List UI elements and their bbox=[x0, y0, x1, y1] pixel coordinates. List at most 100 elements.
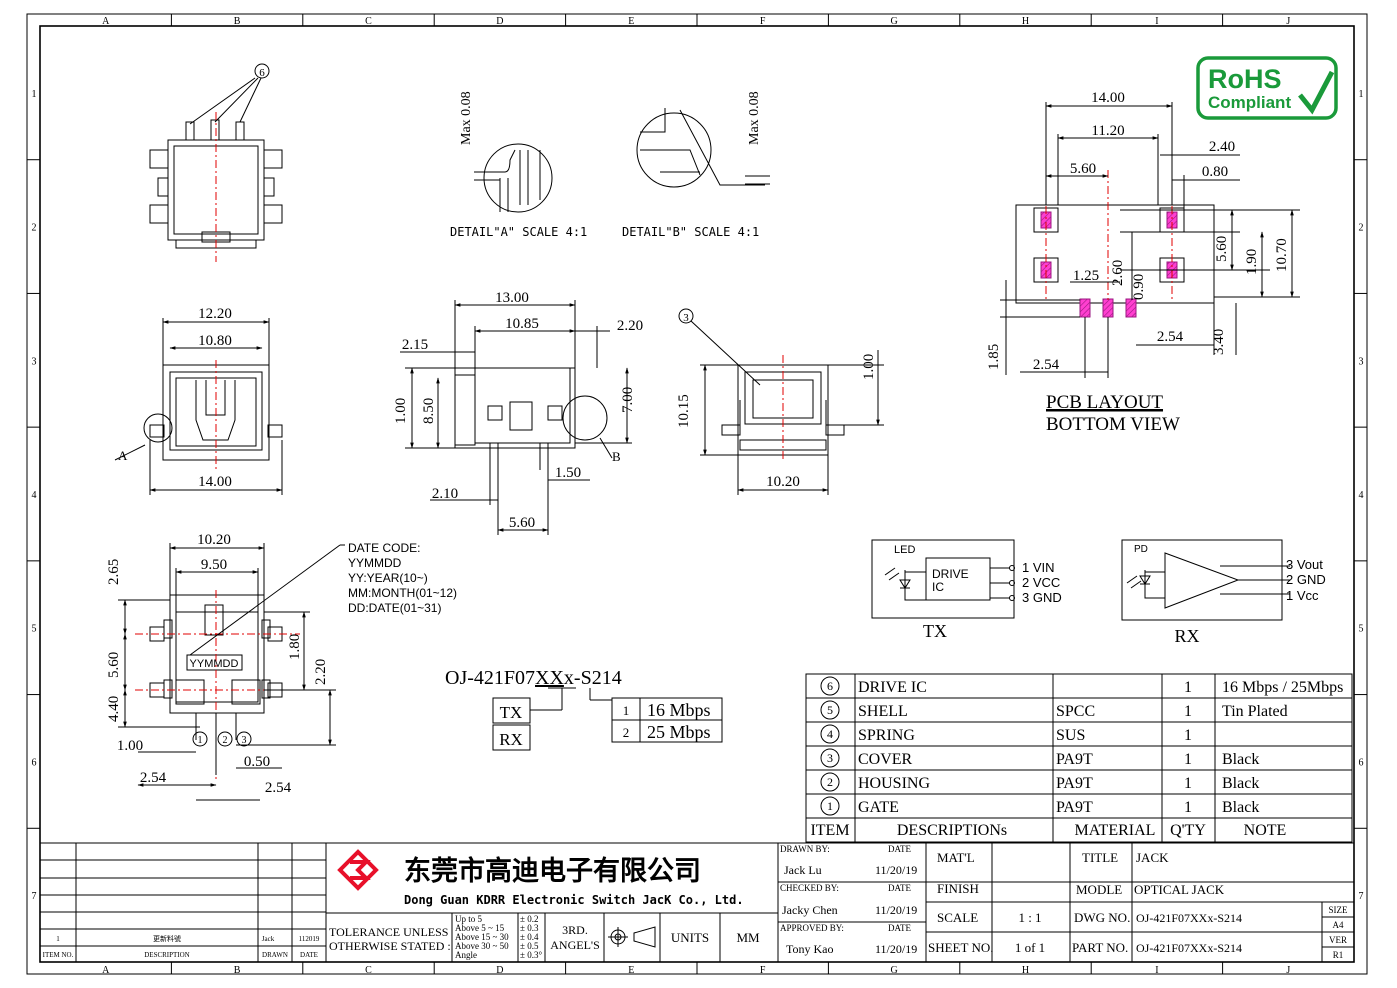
bom-item-number: 2 bbox=[827, 775, 833, 789]
rohs-badge: RoHS Compliant bbox=[1196, 56, 1338, 120]
tx-pin-2: 2 VCC bbox=[1022, 575, 1060, 590]
bom-note: Black bbox=[1222, 751, 1259, 768]
angle-label-1: 3RD. bbox=[562, 923, 588, 937]
balloon-6: 6 bbox=[259, 67, 265, 79]
type-rx: RX bbox=[499, 730, 523, 749]
row-marker-1-right: 1 bbox=[1359, 89, 1364, 100]
bom-description: GATE bbox=[858, 799, 899, 816]
tolerance-label-1: TOLERANCE UNLESS bbox=[329, 925, 448, 939]
checked-by-name: Jacky Chen bbox=[782, 903, 838, 917]
detail-a: Max 0.08 DETAIL"A" SCALE 4:1 bbox=[450, 91, 587, 239]
drive-ic-label-1: DRIVE bbox=[932, 567, 969, 581]
rx-pin-1: 1 Vcc bbox=[1286, 588, 1319, 603]
pcb-dim-2-54b: 2.54 bbox=[1033, 357, 1060, 373]
title-block: DRAWN BY: DATE Jack Lu 11/20/19 CHECKED … bbox=[777, 842, 1355, 963]
bom-note: Black bbox=[1222, 775, 1259, 792]
dim-7-00: 7.00 bbox=[620, 387, 636, 413]
bom-header-2: MATERIAL bbox=[1075, 822, 1156, 839]
btm-dim-10-20: 10.20 bbox=[197, 532, 231, 548]
rev-header-date: DATE bbox=[300, 951, 318, 959]
drive-ic-label-2: IC bbox=[932, 580, 944, 594]
date-marking: YYMMDD bbox=[190, 658, 239, 670]
column-marker-E-bottom: E bbox=[628, 965, 634, 976]
drawing-frame bbox=[26, 13, 1368, 975]
pcb-dim-5-60v: 5.60 bbox=[1214, 236, 1230, 262]
row-marker-2-left: 2 bbox=[32, 223, 37, 234]
tol-value-2: ± 0.4 bbox=[520, 932, 539, 942]
side-view: 13.00 10.85 2.20 2.15 1.00 8.50 7.00 1.5… bbox=[393, 290, 643, 535]
dim-14-00: 14.00 bbox=[198, 474, 232, 490]
drawn-date-label: DATE bbox=[888, 844, 911, 854]
sheet-label: SHEET NO. bbox=[928, 940, 993, 955]
rev-header-desc: DESCRIPTION bbox=[144, 951, 190, 959]
bom-item-number: 3 bbox=[827, 751, 833, 765]
checked-date: 11/20/19 bbox=[875, 903, 917, 917]
dim-10-15: 10.15 bbox=[676, 394, 692, 428]
detail-b: Max 0.08 DETAIL"B" SCALE 4:1 bbox=[622, 91, 770, 239]
column-marker-G-top: G bbox=[890, 16, 897, 27]
pcb-dim-1-90: 1.90 bbox=[1244, 249, 1260, 275]
row-marker-6-right: 6 bbox=[1359, 757, 1364, 768]
btm-dim-9-50: 9.50 bbox=[201, 557, 227, 573]
front-view: 12.20 10.80 14.00 A bbox=[114, 306, 283, 495]
bom-header-4: NOTE bbox=[1244, 822, 1287, 839]
row-marker-7-left: 7 bbox=[32, 891, 37, 902]
rx-circuit: PD 3 Vout 2 GND 1 Vcc RX bbox=[1121, 539, 1326, 646]
bom-description: COVER bbox=[858, 751, 913, 768]
bom-material: SUS bbox=[1056, 727, 1085, 744]
tx-circuit: LED DRIVE IC 1 VIN 2 VCC 3 GND TX bbox=[871, 539, 1062, 641]
tol-range-0: Up to 5 bbox=[455, 914, 483, 924]
dwg-no-label: DWG NO. bbox=[1074, 910, 1130, 925]
speed-val-1: 16 Mbps bbox=[647, 700, 711, 720]
bom-item-number: 6 bbox=[827, 679, 833, 693]
part-code-prefix: OJ-421F07 bbox=[445, 667, 535, 689]
pin-3: 3 bbox=[242, 735, 247, 746]
rev-drawn: Jack bbox=[262, 935, 275, 943]
row-marker-2-right: 2 bbox=[1359, 223, 1364, 234]
detail-b-caption: DETAIL"B" SCALE 4:1 bbox=[622, 225, 759, 239]
column-marker-J-bottom: J bbox=[1286, 965, 1290, 976]
bom-header-3: Q'TY bbox=[1170, 822, 1206, 839]
btm-dim-4-40: 4.40 bbox=[106, 696, 122, 722]
column-marker-F-top: F bbox=[760, 16, 766, 27]
date-code-line-2: YY:YEAR(10~) bbox=[348, 571, 428, 585]
row-marker-4-right: 4 bbox=[1359, 490, 1364, 501]
bom-material: PA9T bbox=[1056, 775, 1093, 792]
column-marker-A-bottom: A bbox=[102, 965, 110, 976]
finish-label: FINISH bbox=[937, 881, 979, 896]
tol-value-1: ± 0.3 bbox=[520, 923, 539, 933]
row-marker-1-left: 1 bbox=[32, 89, 37, 100]
dwg-no-value: OJ-421F07XXx-S214 bbox=[1136, 911, 1242, 925]
bom-description: SHELL bbox=[858, 703, 908, 720]
rx-pin-3: 3 Vout bbox=[1286, 557, 1323, 572]
detail-a-caption: DETAIL"A" SCALE 4:1 bbox=[450, 225, 587, 239]
tol-range-3: Above 30 ~ 50 bbox=[455, 941, 509, 951]
approved-date: 11/20/19 bbox=[875, 942, 917, 956]
size-value: A4 bbox=[1333, 920, 1344, 930]
checked-by-label: CHECKED BY: bbox=[780, 883, 839, 893]
btm-dim-0-50: 0.50 bbox=[244, 754, 270, 770]
pcb-layout-subtitle: BOTTOM VIEW bbox=[1046, 414, 1180, 435]
balloon-3: 3 bbox=[683, 312, 689, 324]
dim-5-60: 5.60 bbox=[509, 515, 535, 531]
type-tx: TX bbox=[500, 703, 523, 722]
angle-label-2: ANGEL'S bbox=[550, 938, 600, 952]
tol-range-4: Angle bbox=[455, 950, 477, 960]
rohs-text: RoHS bbox=[1208, 64, 1282, 94]
approved-by-name: Tony Kao bbox=[786, 942, 833, 956]
tol-range-2: Above 15 ~ 30 bbox=[455, 932, 509, 942]
tx-label: TX bbox=[923, 621, 947, 641]
column-marker-H-top: H bbox=[1022, 16, 1029, 27]
bom-quantity: 1 bbox=[1184, 727, 1192, 744]
rx-label: RX bbox=[1174, 626, 1199, 646]
btm-dim-2-54a: 2.54 bbox=[140, 770, 167, 786]
scale-label: SCALE bbox=[937, 910, 978, 925]
speed-num-2: 2 bbox=[623, 725, 630, 740]
btm-dim-1-80: 1.80 bbox=[287, 634, 303, 660]
date-code-line-3: MM:MONTH(01~12) bbox=[348, 586, 457, 600]
row-marker-5-left: 5 bbox=[32, 624, 37, 635]
bom-quantity: 1 bbox=[1184, 679, 1192, 696]
